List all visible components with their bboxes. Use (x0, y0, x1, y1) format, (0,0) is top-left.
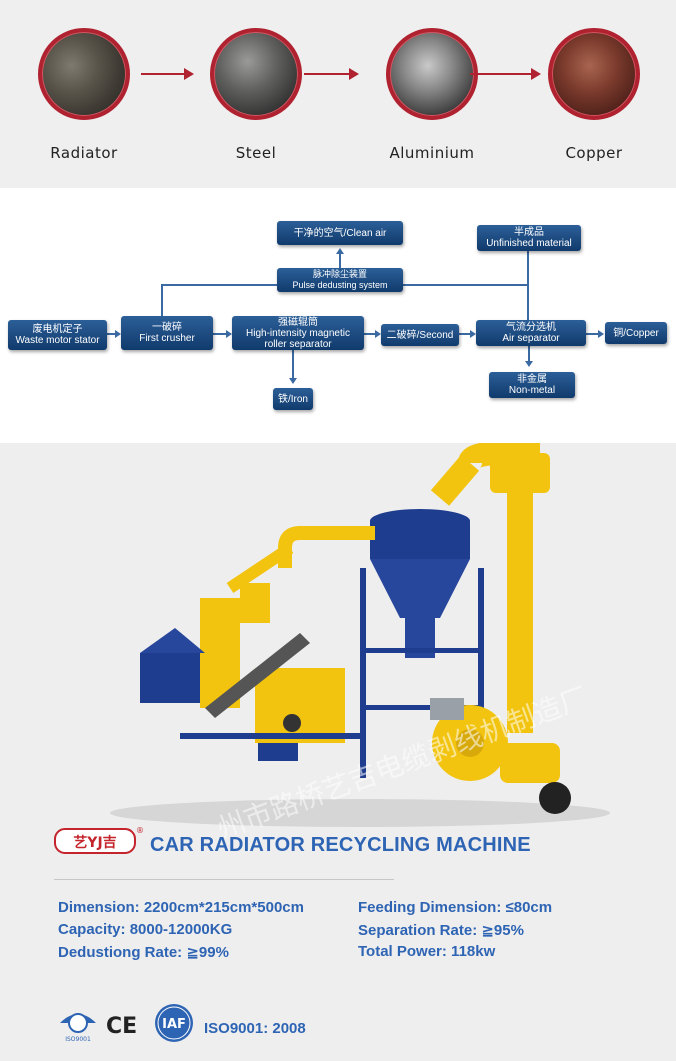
arrow-right-icon (375, 330, 381, 338)
second-crusher-box: 二破碎/Second (381, 324, 459, 346)
clean-air-box: 干净的空气/Clean air (277, 221, 403, 245)
registered-mark: ® (136, 826, 144, 835)
arrow-right-icon (184, 68, 194, 80)
connector (364, 333, 376, 335)
unfinished-cn-label: 半成品 (514, 227, 544, 238)
company-logo: 艺YJ吉 ® (54, 826, 144, 854)
connector (586, 333, 599, 335)
product-section: 州市路桥艺吉电缆剥线机制造厂 艺YJ吉 ® CAR RADIATOR RECYC… (0, 443, 676, 1061)
clean-air-label: 干净的空气/Clean air (293, 227, 387, 239)
arrow-line (470, 73, 534, 75)
magnetic-roller-box: 强磁辊筒 High-intensity magnetic roller sepa… (232, 316, 364, 350)
arrow-right-icon (349, 68, 359, 80)
connector (527, 250, 529, 322)
spec-dedusting-rate: Dedustiong Rate: ≧99% (58, 944, 229, 961)
arrow-down-icon (289, 378, 297, 384)
non-metal-box: 非金属 Non-metal (489, 372, 575, 398)
nonmetal-en-label: Non-metal (508, 385, 556, 396)
connector (528, 346, 530, 362)
first-en-label: First crusher (139, 333, 195, 344)
unfinished-material-box: 半成品 Unfinished material (477, 225, 581, 251)
connector (339, 254, 341, 268)
materials-strip: Radiator Steel Aluminium Copper (0, 0, 676, 188)
arrow-right-icon (470, 330, 476, 338)
material-aluminium: Aluminium (372, 28, 492, 162)
svg-text:ISO9001: ISO9001 (65, 1036, 91, 1043)
spec-feeding-dimension: Feeding Dimension: ≤80cm (358, 899, 553, 916)
nonmetal-cn-label: 非金属 (517, 374, 547, 385)
arrow-right-icon (531, 68, 541, 80)
roller-cn-label: 强磁辊筒 (278, 316, 318, 328)
connector (107, 333, 117, 335)
arrow-line (304, 73, 352, 75)
material-steel: Steel (196, 28, 316, 162)
pulse-dedusting-box: 脉冲除尘装置 Pulse dedusting system (277, 268, 403, 292)
arrow-up-icon (336, 248, 344, 254)
iso-certification-text: ISO9001: 2008 (204, 1020, 306, 1037)
spec-separation-rate: Separation Rate: ≧95% (358, 922, 524, 939)
air-separator-box: 气流分选机 Air separator (476, 320, 586, 346)
arrow-right-icon (598, 330, 604, 338)
roller-en1-label: High-intensity magnetic (246, 327, 350, 339)
iso-badge-icon: ISO9001 (60, 1013, 96, 1043)
iron-label: 铁/Iron (277, 393, 308, 405)
copper-box: 铜/Copper (605, 322, 667, 344)
arrow-right-icon (226, 330, 232, 338)
material-label: Steel (235, 144, 277, 162)
spec-dimension: Dimension: 2200cm*215cm*500cm (58, 899, 304, 916)
spec-total-power: Total Power: 118kw (358, 943, 496, 960)
radiator-photo (38, 28, 130, 120)
steel-photo (210, 28, 302, 120)
air-en-label: Air separator (502, 333, 560, 344)
recycling-machine-illustration: 州市路桥艺吉电缆剥线机制造厂 (110, 443, 610, 838)
connector (292, 350, 294, 380)
first-cn-label: 一破碎 (152, 322, 182, 333)
connector (213, 333, 227, 335)
iron-box: 铁/Iron (273, 388, 313, 410)
stator-cn-label: 废电机定子 (32, 324, 83, 335)
pulse-en-label: Pulse dedusting system (292, 280, 388, 290)
first-crusher-box: 一破碎 First crusher (121, 316, 213, 350)
spec-capacity: Capacity: 8000-12000KG (58, 921, 233, 938)
copper-label: 铜/Copper (613, 327, 659, 339)
aluminium-photo (386, 28, 478, 120)
iaf-badge-icon: IAF (155, 1004, 193, 1042)
connector (459, 333, 471, 335)
stator-en-label: Waste motor stator (15, 335, 100, 346)
material-copper: Copper (534, 28, 654, 162)
second-label: 二破碎/Second (386, 329, 454, 341)
pulse-cn-label: 脉冲除尘装置 (312, 269, 367, 279)
material-label: Radiator (50, 144, 118, 162)
divider (54, 879, 394, 880)
roller-en2-label: roller separator (264, 338, 332, 350)
certification-logos: ISO9001 CE IAF (60, 1004, 193, 1043)
copper-photo (548, 28, 640, 120)
logo-text: 艺YJ吉 (73, 834, 116, 851)
unfinished-en-label: Unfinished material (486, 238, 572, 249)
material-radiator: Radiator (24, 28, 144, 162)
waste-motor-stator-box: 废电机定子 Waste motor stator (8, 320, 107, 350)
air-cn-label: 气流分选机 (506, 322, 556, 333)
svg-text:IAF: IAF (162, 1017, 186, 1032)
process-flow-diagram: 干净的空气/Clean air 半成品 Unfinished material … (0, 188, 676, 443)
material-label: Copper (565, 144, 623, 162)
arrow-right-icon (115, 330, 121, 338)
connector (161, 284, 163, 322)
arrow-down-icon (525, 361, 533, 367)
ce-mark-icon: CE (106, 1014, 137, 1039)
material-label: Aluminium (389, 144, 475, 162)
arrow-line (141, 73, 187, 75)
product-title: CAR RADIATOR RECYCLING MACHINE (150, 834, 531, 856)
